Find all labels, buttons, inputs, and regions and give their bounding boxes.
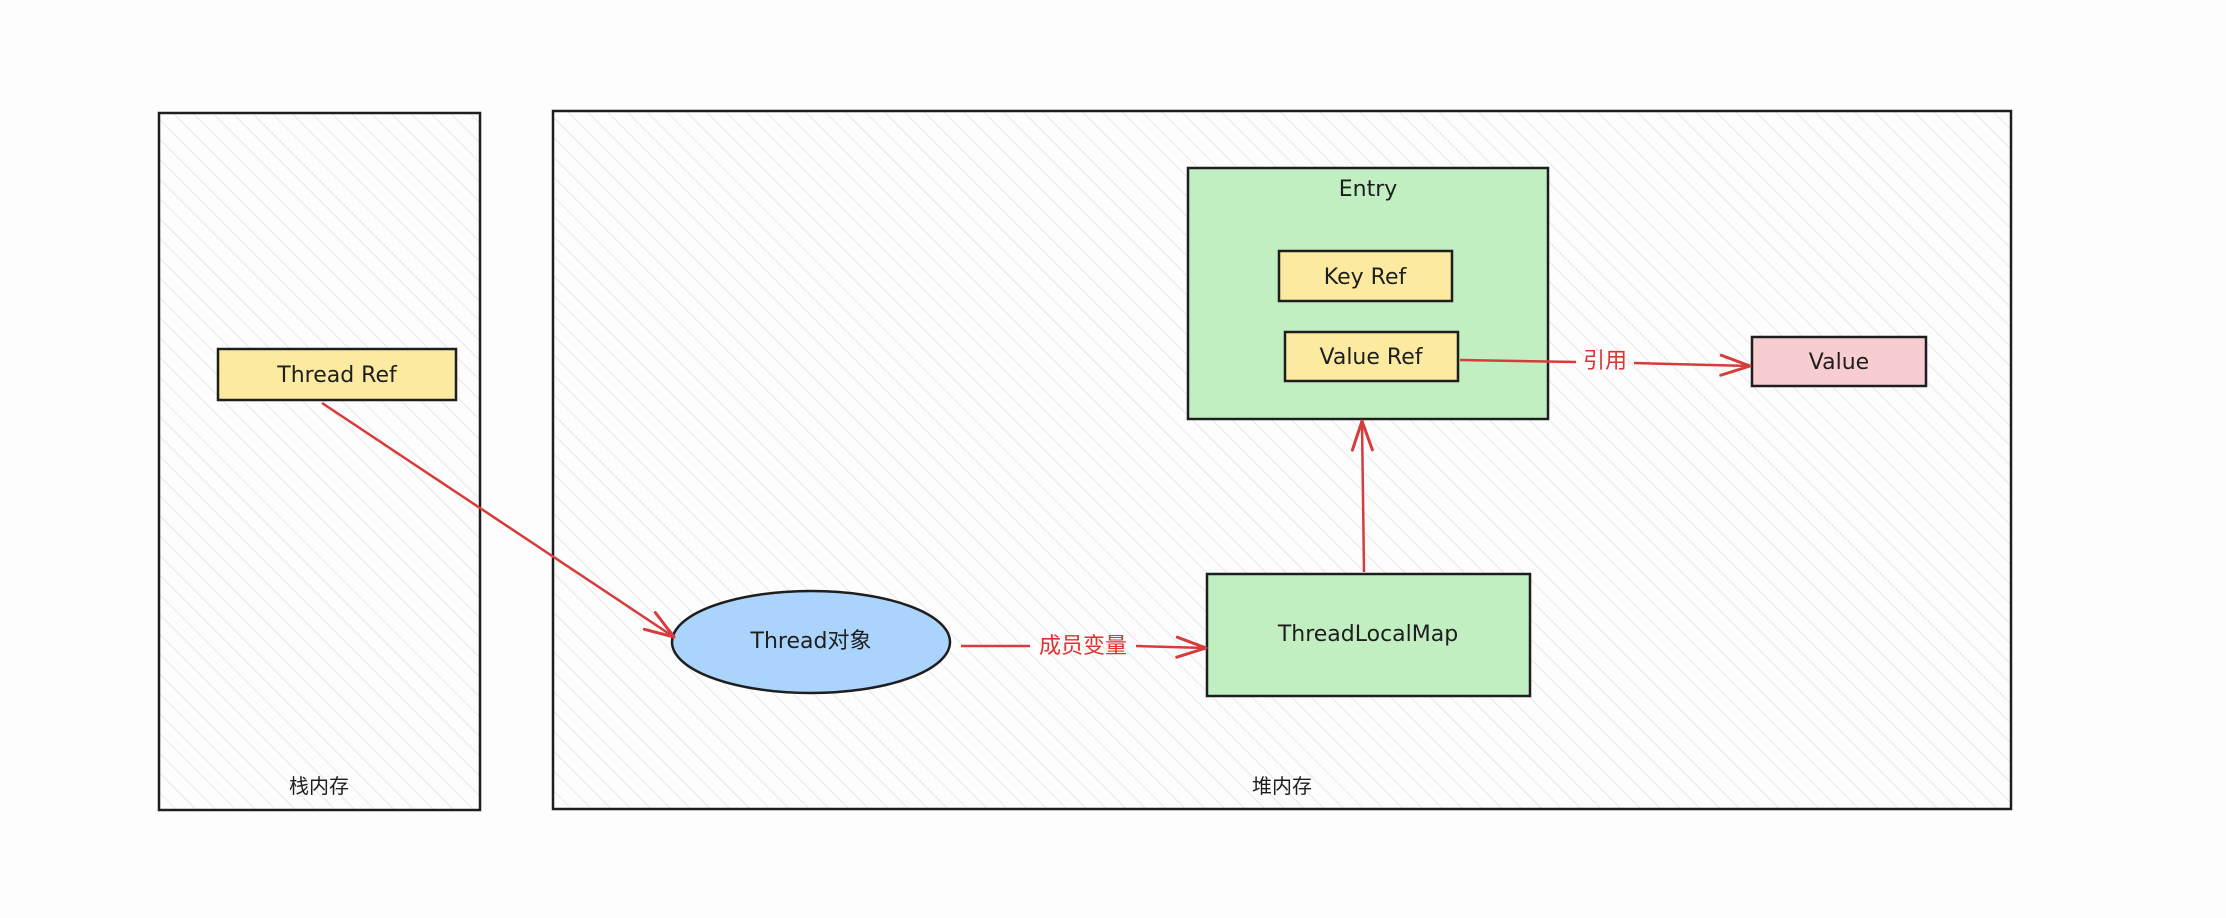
value-ref-label: Value Ref bbox=[1320, 345, 1424, 370]
key-ref-node: Key Ref bbox=[1277, 249, 1454, 303]
member-variable-label: 成员变量 bbox=[1039, 634, 1127, 659]
value-ref-node: Value Ref bbox=[1283, 330, 1460, 383]
threadlocalmap-to-entry-arrow bbox=[1350, 419, 1374, 573]
reference-label: 引用 bbox=[1583, 349, 1627, 374]
threadlocalmap-node: ThreadLocalMap bbox=[1205, 572, 1532, 698]
key-ref-label: Key Ref bbox=[1324, 265, 1408, 290]
value-ref-to-value-arrow-start bbox=[1459, 358, 1577, 364]
entry-label: Entry bbox=[1339, 177, 1398, 202]
threadlocalmap-label: ThreadLocalMap bbox=[1277, 622, 1458, 647]
thread-object-to-threadlocalmap-arrow bbox=[1135, 635, 1208, 659]
value-ref-to-value-arrow bbox=[1633, 353, 1752, 377]
thread-ref-label: Thread Ref bbox=[276, 363, 398, 388]
stack-memory-region: 栈内存 bbox=[157, 111, 482, 812]
value-label: Value bbox=[1809, 350, 1869, 375]
thread-object-node: Thread对象 bbox=[670, 589, 952, 695]
thread-object-label: Thread对象 bbox=[750, 629, 872, 654]
value-node: Value bbox=[1750, 335, 1928, 388]
thread-ref-to-thread-object-arrow bbox=[321, 401, 676, 639]
heap-memory-label: 堆内存 bbox=[1252, 774, 1312, 798]
stack-memory-label: 栈内存 bbox=[289, 774, 349, 798]
thread-ref-node: Thread Ref bbox=[216, 347, 458, 402]
